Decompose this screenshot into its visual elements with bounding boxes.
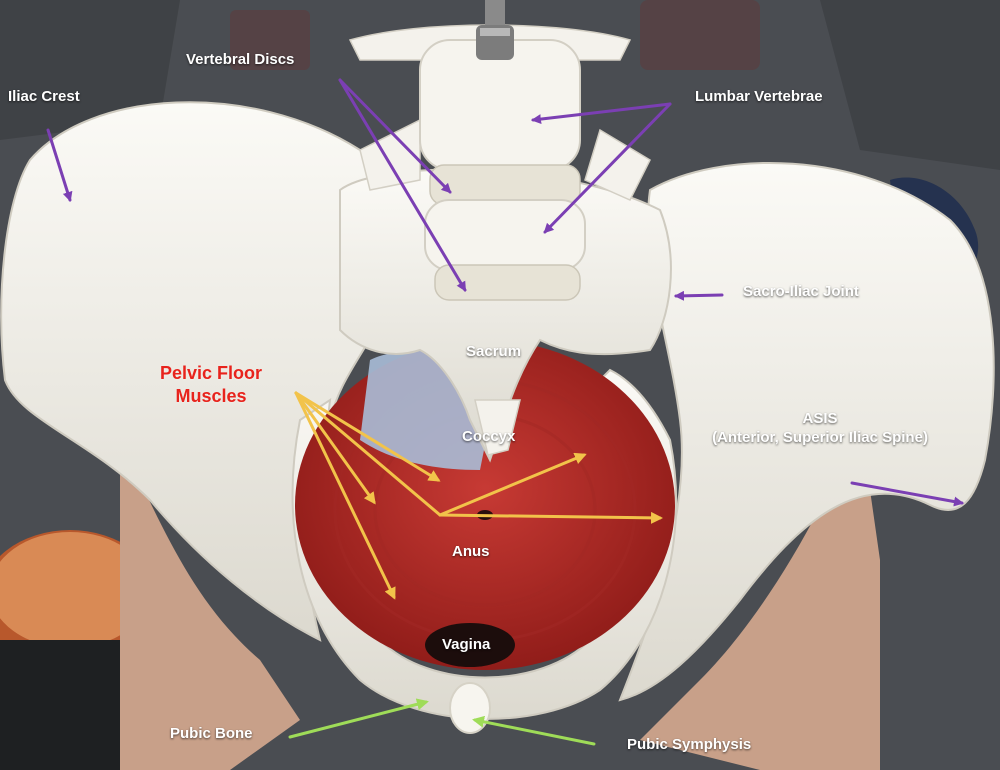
vaginal-opening [425,623,515,667]
label-sacro-iliac-joint: Sacro-Iliac Joint [743,283,859,300]
label-pubic-symphysis: Pubic Symphysis [627,736,752,753]
label-coccyx: Coccyx [462,428,516,445]
label-sacrum: Sacrum [466,343,522,360]
lumbar-spine-model [348,0,651,301]
arrow-pelvic-floor-6 [438,511,663,524]
left-hand [120,440,300,770]
arrow-pelvic-floor-5 [438,452,587,517]
label-asis-line2: (Anterior, Superior Iliac Spine) [712,428,928,446]
pubic-symphysis-model [449,682,491,734]
label-vertebral-discs: Vertebral Discs [186,51,295,68]
label-pubic-bone: Pubic Bone [170,725,253,742]
arrow-pelvic-floor-4 [294,391,442,517]
arrow-lumbar-vertebra-lower [543,102,672,234]
label-vagina: Vagina [442,636,491,653]
label-lumbar-vertebrae: Lumbar Vertebrae [695,88,823,105]
label-pelvic-floor-muscles: Pelvic Floor Muscles [150,362,272,407]
coccyx-model [474,399,521,456]
label-iliac-crest: Iliac Crest [8,88,80,105]
arrow-vertebral-disc-lower [338,78,467,292]
label-asis-line1: ASIS [802,410,838,427]
label-pelvic-floor-line2: Muscles [175,385,247,406]
label-asis: ASIS (Anterior, Superior Iliac Spine) [690,410,950,448]
arrow-pubic-symphysis [472,715,596,746]
label-pelvic-floor-line1: Pelvic Floor [159,363,263,383]
label-anus: Anus [452,543,490,560]
arrow-iliac-crest [46,128,73,202]
arrow-pelvic-floor-2 [294,391,376,505]
right-ilium [618,161,995,702]
arrow-pelvic-floor-3 [294,391,396,600]
arrow-vertebral-disc-upper [338,78,452,194]
arrow-asis [850,481,964,507]
arrow-lumbar-vertebra-upper [531,102,672,125]
arrow-sacro-iliac-joint [674,290,724,301]
arrow-pelvic-floor-1 [294,391,441,482]
arrow-pubic-bone [288,698,429,739]
